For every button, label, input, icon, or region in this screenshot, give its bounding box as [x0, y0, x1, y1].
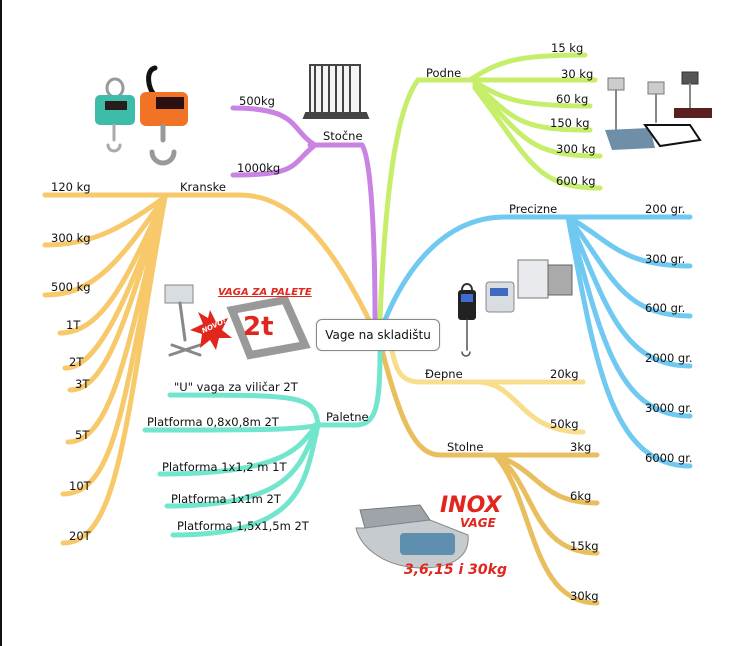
central-topic-node[interactable]: Vage na skladištu — [316, 319, 440, 351]
connector-300kg — [472, 83, 603, 159]
paletne-item[interactable]: Platforma 1x1,2 m 1T — [162, 460, 287, 474]
precizne-item[interactable]: 300 gr. — [645, 252, 686, 266]
central-topic-label: Vage na skladištu — [325, 328, 431, 342]
podne-item[interactable]: 600 kg — [556, 174, 596, 188]
podne-item[interactable]: 150 kg — [550, 116, 590, 130]
connector-600gr — [565, 214, 693, 319]
pallet-promo-title: VAGA ZA PALETE — [218, 287, 312, 298]
connector-500kg — [230, 105, 318, 148]
precision-pocket-scales-image — [458, 259, 573, 357]
connector-plat-1x12 — [157, 422, 321, 477]
connector-2000gr — [565, 214, 693, 369]
kranske-item[interactable]: 10T — [69, 479, 91, 493]
connector-center-stolne — [379, 347, 600, 458]
pallet-u-scale-image — [164, 284, 311, 360]
connector-500kg-kr — [42, 194, 168, 298]
inox-promo-subtitle: VAGE — [460, 516, 496, 530]
crane-scales-image — [95, 65, 188, 166]
kranske-item[interactable]: 5T — [75, 428, 90, 442]
kranske-item[interactable]: 3T — [75, 377, 90, 391]
precizne-item[interactable]: 200 gr. — [645, 202, 686, 216]
precizne-item[interactable]: 2000 gr. — [645, 351, 693, 365]
connector-600kg — [472, 85, 603, 191]
branch-stocne-lines — [230, 105, 378, 321]
kranske-item[interactable]: 2T — [69, 355, 84, 369]
connector-300kg-kr — [42, 194, 168, 248]
inox-promo-capacities: 3,6,15 i 30kg — [404, 562, 507, 578]
connector-plat-08 — [142, 422, 321, 433]
connector-30kg-st — [492, 452, 600, 606]
kranske-item[interactable]: 300 kg — [51, 231, 91, 245]
connector-6000gr — [565, 214, 693, 469]
paletne-item[interactable]: "U" vaga za viličar 2T — [174, 380, 298, 394]
kranske-item[interactable]: 500 kg — [51, 280, 91, 294]
branch-stolne[interactable]: Stolne — [447, 440, 484, 454]
branch-depne[interactable]: Đepne — [425, 367, 463, 381]
stolne-item[interactable]: 15kg — [570, 539, 599, 553]
connector-u-vaga — [167, 392, 321, 428]
branch-stolne-lines — [379, 347, 600, 606]
stolne-item[interactable]: 3kg — [570, 440, 592, 454]
podne-item[interactable]: 15 kg — [551, 41, 584, 55]
precizne-item[interactable]: 3000 gr. — [645, 401, 693, 415]
branch-paletne[interactable]: Paletne — [326, 410, 369, 424]
cattle-cage-scale-image — [302, 64, 370, 119]
branch-precizne-lines — [382, 214, 693, 469]
connector-center-paletne — [312, 349, 383, 428]
kranske-item[interactable]: 120 kg — [51, 180, 91, 194]
floor-platform-scales-image — [605, 71, 712, 150]
connector-150kg — [472, 81, 593, 133]
precizne-item[interactable]: 600 gr. — [645, 301, 686, 315]
connector-50kg — [477, 379, 586, 435]
connector-6kg — [492, 452, 600, 506]
depne-item[interactable]: 50kg — [550, 417, 579, 431]
stocne-item[interactable]: 500kg — [239, 94, 275, 108]
connector-300gr — [565, 214, 693, 269]
branch-stocne[interactable]: Stočne — [323, 129, 363, 143]
branch-kranske-lines — [42, 192, 373, 546]
branch-podne-lines — [377, 52, 603, 321]
connector-15kg-st — [492, 452, 600, 556]
paletne-item[interactable]: Platforma 1x1m 2T — [171, 492, 281, 506]
pallet-promo-capacity: 2t — [243, 312, 274, 342]
depne-item[interactable]: 20kg — [550, 367, 579, 381]
connector-20t — [60, 194, 168, 546]
connector-1000kg — [230, 142, 318, 178]
inox-table-scale-image — [355, 504, 469, 569]
connector-center-kranske — [172, 192, 373, 325]
kranske-item[interactable]: 1T — [66, 318, 81, 332]
paletne-item[interactable]: Platforma 1,5x1,5m 2T — [177, 519, 309, 533]
connector-center-precizne — [382, 214, 693, 323]
connector-center-podne — [377, 77, 483, 321]
inox-promo-title: INOX — [440, 493, 502, 518]
stocne-item[interactable]: 1000kg — [237, 161, 281, 175]
stolne-item[interactable]: 30kg — [570, 589, 599, 603]
branch-kranske[interactable]: Kranske — [180, 180, 226, 194]
precizne-item[interactable]: 6000 gr. — [645, 451, 693, 465]
connector-3t — [67, 194, 168, 393]
stolne-item[interactable]: 6kg — [570, 489, 592, 503]
connector-plat-15 — [170, 422, 321, 538]
connector-3000gr — [565, 214, 693, 419]
branch-podne[interactable]: Podne — [426, 66, 462, 80]
paletne-item[interactable]: Platforma 0,8x0,8m 2T — [147, 415, 279, 429]
podne-item[interactable]: 60 kg — [556, 92, 589, 106]
branch-precizne[interactable]: Precizne — [509, 202, 558, 216]
connector-center-stocne — [307, 142, 378, 321]
branch-paletne-lines — [142, 349, 383, 538]
connector-60kg — [472, 79, 593, 109]
kranske-item[interactable]: 20T — [69, 529, 91, 543]
connector-15kg — [467, 52, 588, 83]
podne-item[interactable]: 30 kg — [561, 67, 594, 81]
podne-item[interactable]: 300 kg — [556, 142, 596, 156]
novo-starburst — [190, 310, 232, 350]
connector-plat-1x1 — [164, 422, 321, 509]
